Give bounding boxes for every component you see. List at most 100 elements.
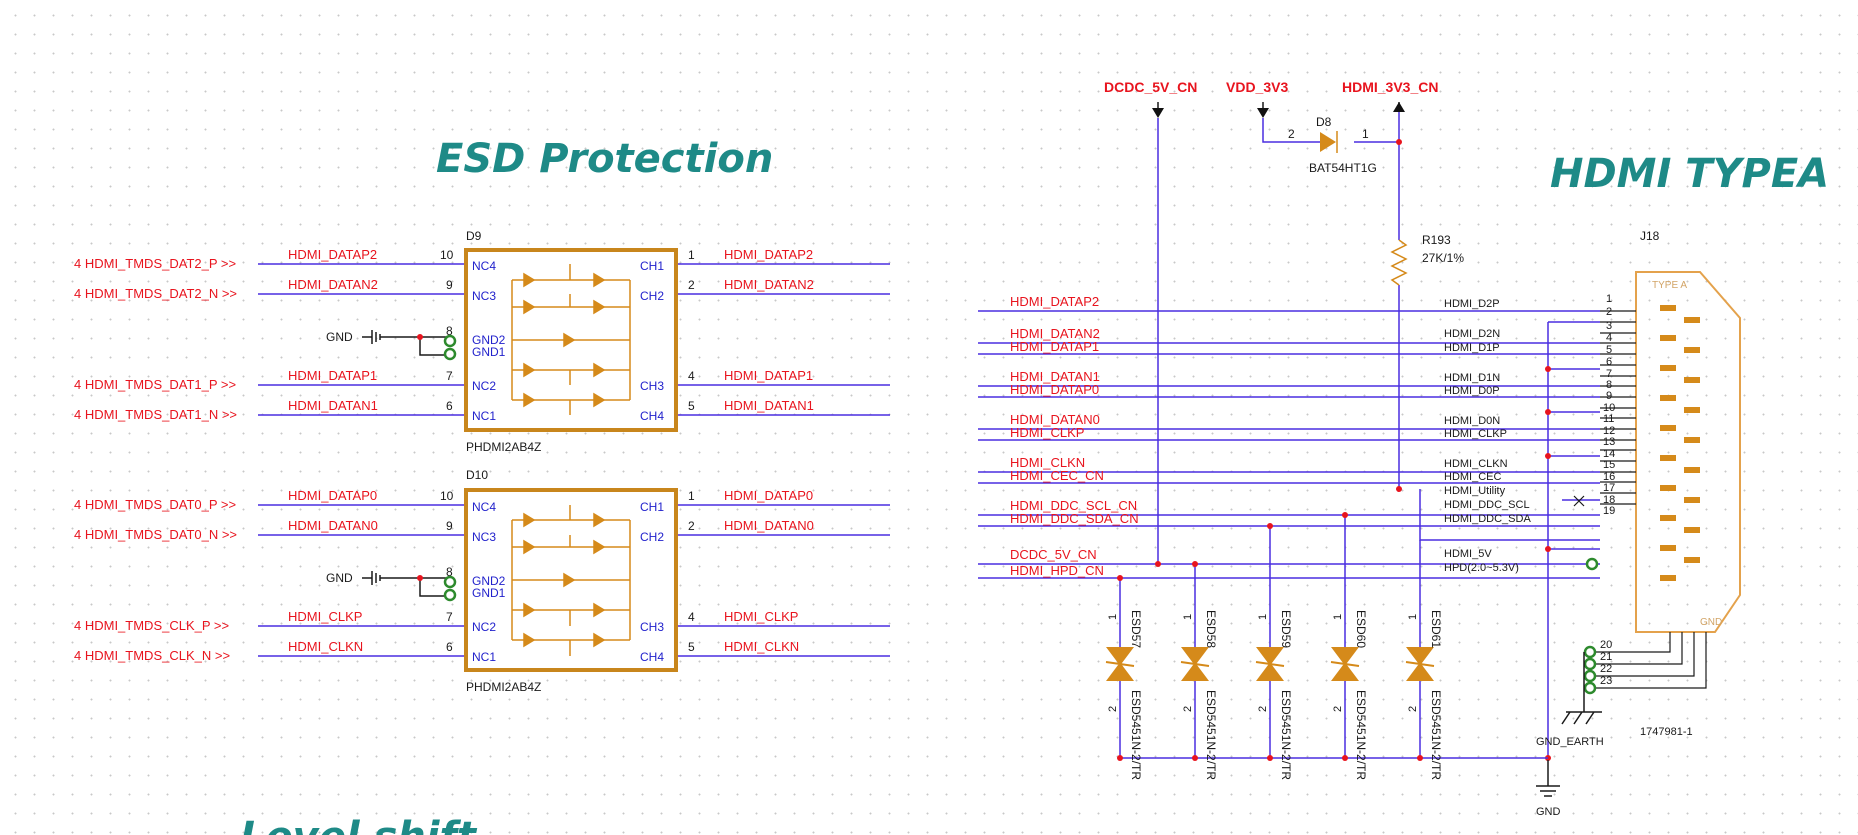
pin-number: 10 (440, 248, 454, 262)
pin-marker (1583, 669, 1597, 683)
net-label: HDMI_CLKP (288, 609, 362, 624)
pin-name: HDMI_5V (1444, 548, 1492, 560)
pin-number: 7 (446, 610, 453, 624)
pin-name: HDMI_D1P (1444, 342, 1500, 354)
pin-number: 19 (1603, 505, 1615, 517)
esd-diode-ref: ESD57 (1129, 610, 1143, 648)
esd-diode-pin: 2 (1257, 706, 1269, 712)
pin-number: 9 (1606, 390, 1612, 402)
d9-left-wires (258, 263, 466, 416)
pin-number: 10 (440, 489, 454, 503)
pin-number: 6 (446, 640, 453, 654)
pin-number: 12 (1603, 425, 1615, 437)
net-label: HDMI_DATAP2 (288, 247, 377, 262)
pin-name: CH1 (640, 500, 664, 514)
pin-marker (443, 347, 457, 361)
net-label: HDMI_CLKP (1010, 425, 1084, 440)
gnd-label: GND (326, 330, 353, 344)
power-label-hdmi3v3: HDMI_3V3_CN (1342, 79, 1438, 95)
junction-dot (417, 334, 423, 340)
pin-number: 1 (1606, 293, 1612, 305)
net-label: HDMI_DATAN1 (1010, 369, 1100, 384)
pin-name: HDMI_DDC_SCL (1444, 499, 1530, 511)
pin-number: 9 (446, 519, 453, 533)
junction-dot (1192, 755, 1198, 761)
pin-number: 6 (1606, 356, 1612, 368)
esd-diode-pin: 1 (1182, 614, 1194, 620)
pin-name: NC1 (472, 650, 496, 664)
pin-name: NC3 (472, 530, 496, 544)
input-label: 4 HDMI_TMDS_DAT0_P >> (74, 497, 236, 512)
pin-number: 4 (688, 610, 695, 624)
pin-marker (443, 588, 457, 602)
pin-name: CH1 (640, 259, 664, 273)
net-label: HDMI_DATAN2 (724, 277, 814, 292)
net-label: HDMI_DDC_SDA_CN (1010, 511, 1139, 526)
esd-array-d10: D10 PHDMI2AB4Z HDMI_DATAP0 HDMI_DATAN0 H… (258, 468, 890, 694)
pin-name: HDMI_D0P (1444, 385, 1500, 397)
net-label: HDMI_DATAP1 (288, 368, 377, 383)
pin-name: CH4 (640, 409, 664, 423)
d9-ref: D9 (466, 229, 482, 243)
j18-type-label: TYPE A (1652, 280, 1687, 291)
pin-number: 7 (1606, 368, 1612, 380)
esd-diode-ref: ESD61 (1429, 610, 1443, 648)
d9-diode-network (511, 264, 631, 415)
d9-part: PHDMI2AB4Z (466, 440, 541, 454)
pin-number: 2 (688, 278, 695, 292)
pin-marker (443, 575, 457, 589)
pin-number: 4 (688, 369, 695, 383)
pin-name: GND1 (472, 586, 506, 600)
junction-dot (1417, 755, 1423, 761)
pin-name: CH3 (640, 620, 664, 634)
esd-diode-pin: 1 (1107, 614, 1119, 620)
net-label: HDMI_DATAN0 (288, 518, 378, 533)
pin-name: HDMI_Utility (1444, 485, 1506, 497)
esd-diode-part: ESD5451N-2/TR (1429, 690, 1443, 780)
pin-name: HDMI_DDC_SDA (1444, 513, 1531, 525)
pin-name: HDMI_CLKP (1444, 428, 1507, 440)
input-label: 4 HDMI_TMDS_DAT2_N >> (74, 286, 237, 301)
net-label: HDMI_CEC_CN (1010, 468, 1104, 483)
junction-dot (1396, 139, 1402, 145)
esd-diode-part: ESD5451N-2/TR (1204, 690, 1218, 780)
input-label: 4 HDMI_TMDS_DAT0_N >> (74, 527, 237, 542)
pin-number: 18 (1603, 494, 1615, 506)
junction-dot (417, 575, 423, 581)
net-label: HDMI_CLKP (724, 609, 798, 624)
esd-diode-ref: ESD58 (1204, 610, 1218, 648)
esd-diode-pin: 1 (1407, 614, 1419, 620)
pin-number: 7 (446, 369, 453, 383)
pin-number: 9 (446, 278, 453, 292)
esd-diode-ref: ESD60 (1354, 610, 1368, 648)
esd-diode-symbol (1180, 647, 1210, 681)
r193-ref: R193 (1422, 233, 1451, 247)
net-wires (978, 310, 1600, 579)
power-section: DCDC_5V_CN VDD_3V3 HDMI_3V3_CN D8 BAT54H… (1104, 79, 1464, 565)
pin-marker (443, 334, 457, 348)
r193-symbol (1390, 239, 1408, 286)
d8-ref: D8 (1316, 115, 1332, 129)
esd-diode-pin: 2 (1107, 706, 1119, 712)
esd-diode-part: ESD5451N-2/TR (1354, 690, 1368, 780)
pin-number: 8 (1606, 379, 1612, 391)
esd-diode-part: ESD5451N-2/TR (1129, 690, 1143, 780)
junction-dot (1396, 486, 1402, 492)
pin-name: NC1 (472, 409, 496, 423)
esd-diode-ref: ESD59 (1279, 610, 1293, 648)
junction-dot (1545, 453, 1551, 459)
d10-ref: D10 (466, 468, 488, 482)
hdmi-connector-j18: J18 TYPE A GND 1 2 3 4 5 6 7 8 9 10 11 1… (1536, 229, 1741, 818)
j18-ref: J18 (1640, 229, 1660, 243)
power-stems (1157, 102, 1400, 112)
pin-name: NC4 (472, 500, 496, 514)
pin-number: 20 (1600, 639, 1612, 651)
junction-dot (1342, 512, 1348, 518)
j18-outline (1635, 271, 1741, 633)
esd-array-d9: D9 PHDMI2AB4Z HDMI_DATAP2 HDMI_DATAN2 HD… (258, 229, 890, 454)
pin-marker (1583, 681, 1597, 695)
net-label: HDMI_DATAP1 (1010, 339, 1099, 354)
power-label-vdd: VDD_3V3 (1226, 79, 1288, 95)
junction-dot (1117, 575, 1123, 581)
pin-name: HDMI_CEC (1444, 471, 1502, 483)
